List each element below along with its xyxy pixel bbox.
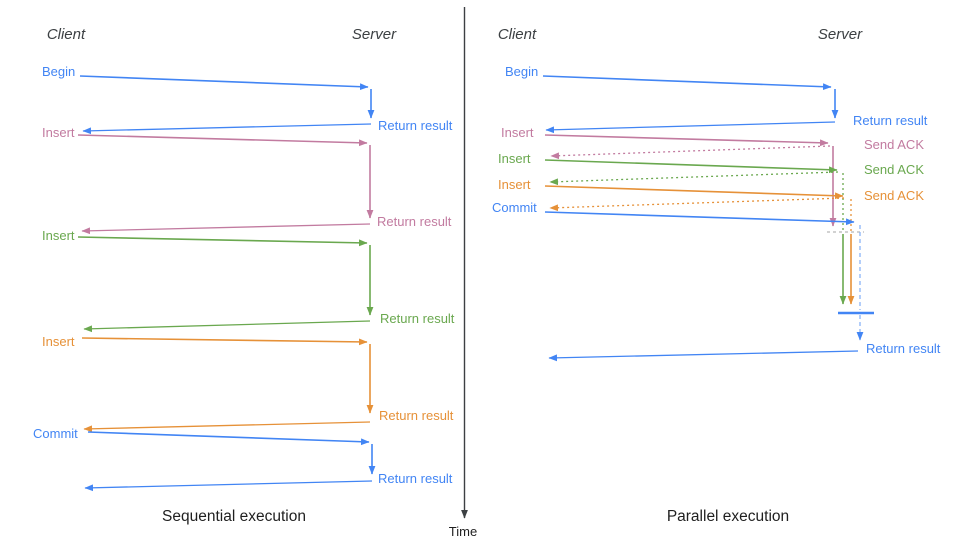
request-arrow — [544, 211, 855, 226]
response-arrow — [545, 121, 836, 134]
response-arrow — [84, 480, 373, 492]
sequential-panel: Client Server Begin Return result Insert… — [33, 26, 455, 525]
message-label: Insert — [42, 228, 75, 243]
seq-row-insert-3: Insert Return result — [42, 334, 454, 433]
server-header: Server — [818, 26, 863, 43]
message-label: Insert — [498, 177, 531, 192]
response-arrow — [83, 320, 371, 333]
response-arrow — [81, 223, 371, 235]
response-arrow — [548, 350, 859, 362]
request-arrow — [542, 75, 832, 91]
response-arrow — [82, 123, 372, 135]
time-axis: Time — [449, 7, 477, 539]
request-arrow — [544, 159, 838, 174]
response-label: Return result — [380, 311, 455, 326]
message-label: Commit — [492, 200, 537, 215]
ack-label: Send ACK — [864, 162, 924, 177]
response-label: Return result — [377, 214, 452, 229]
response-label: Return result — [378, 471, 453, 486]
request-arrow — [544, 185, 844, 200]
response-arrow — [83, 421, 371, 433]
par-row-commit: Commit Return result — [492, 200, 941, 362]
ack-arrow-dotted — [550, 145, 831, 160]
ack-label: Send ACK — [864, 188, 924, 203]
response-label: Return result — [379, 408, 454, 423]
ack-label: Send ACK — [864, 137, 924, 152]
time-axis-label: Time — [449, 524, 477, 539]
par-row-begin: Begin Return result — [505, 64, 928, 134]
request-arrow — [544, 134, 829, 147]
request-arrow — [79, 75, 369, 91]
response-label: Return result — [853, 113, 928, 128]
request-arrow — [81, 337, 368, 346]
parallel-panel: Client Server Begin Return result Insert… — [492, 26, 941, 525]
seq-row-begin: Begin Return result — [42, 64, 453, 135]
par-row-insert-2: Insert Send ACK — [498, 151, 924, 305]
message-label: Begin — [505, 64, 538, 79]
seq-row-commit: Commit Return result — [33, 426, 453, 492]
seq-row-insert-1: Insert Return result — [42, 125, 452, 235]
ack-arrow-dotted — [549, 171, 839, 186]
response-label: Return result — [866, 341, 941, 356]
sequential-panel-title: Sequential execution — [162, 508, 306, 525]
message-label: Begin — [42, 64, 75, 79]
message-label: Insert — [501, 125, 534, 140]
par-row-insert-1: Insert Send ACK — [501, 125, 924, 227]
client-header: Client — [47, 26, 86, 43]
parallel-panel-title: Parallel execution — [667, 508, 789, 525]
par-row-insert-3: Insert Send ACK — [498, 177, 924, 305]
ack-arrow-dotted — [549, 197, 845, 212]
request-arrow — [77, 236, 368, 247]
message-label: Insert — [498, 151, 531, 166]
message-label: Commit — [33, 426, 78, 441]
seq-row-insert-2: Insert Return result — [42, 228, 455, 333]
request-arrow — [87, 431, 370, 446]
message-label: Insert — [42, 125, 75, 140]
response-label: Return result — [378, 118, 453, 133]
client-header: Client — [498, 26, 537, 43]
message-label: Insert — [42, 334, 75, 349]
server-header: Server — [352, 26, 397, 43]
request-arrow — [77, 134, 368, 147]
